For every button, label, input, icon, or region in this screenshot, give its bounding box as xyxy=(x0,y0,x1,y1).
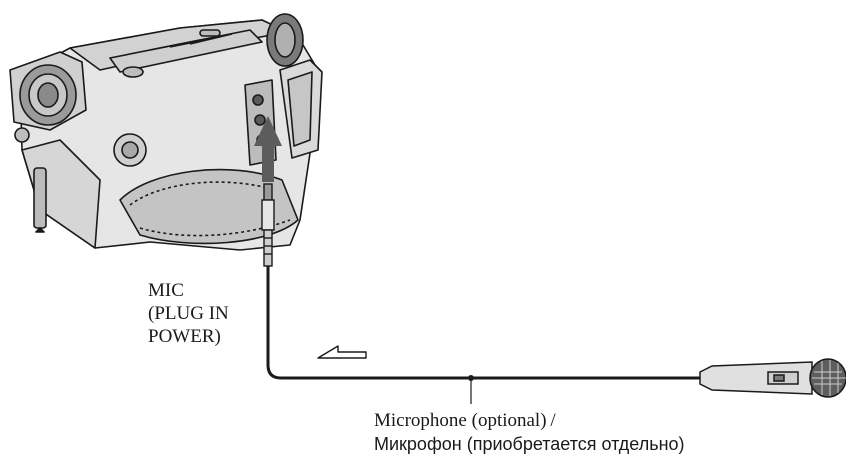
camcorder-illustration xyxy=(9,13,323,251)
microphone-illustration xyxy=(699,358,846,398)
mic-jack-label-line1: MIC xyxy=(148,280,184,301)
left-arrow-outline-icon xyxy=(317,345,367,359)
mic-plug xyxy=(261,183,275,267)
up-arrow-icon xyxy=(254,116,282,182)
microphone-label-ru: Микрофон (приобретается отдельно) xyxy=(374,434,685,454)
mic-jack-label-line3: POWER) xyxy=(148,326,221,347)
mic-jack-label-line2: (PLUG IN xyxy=(148,303,229,324)
mic-jack-label: MIC (PLUG IN POWER) xyxy=(148,279,229,348)
microphone-label-en: Microphone (optional) / xyxy=(374,410,556,431)
mic-cable xyxy=(266,266,700,380)
